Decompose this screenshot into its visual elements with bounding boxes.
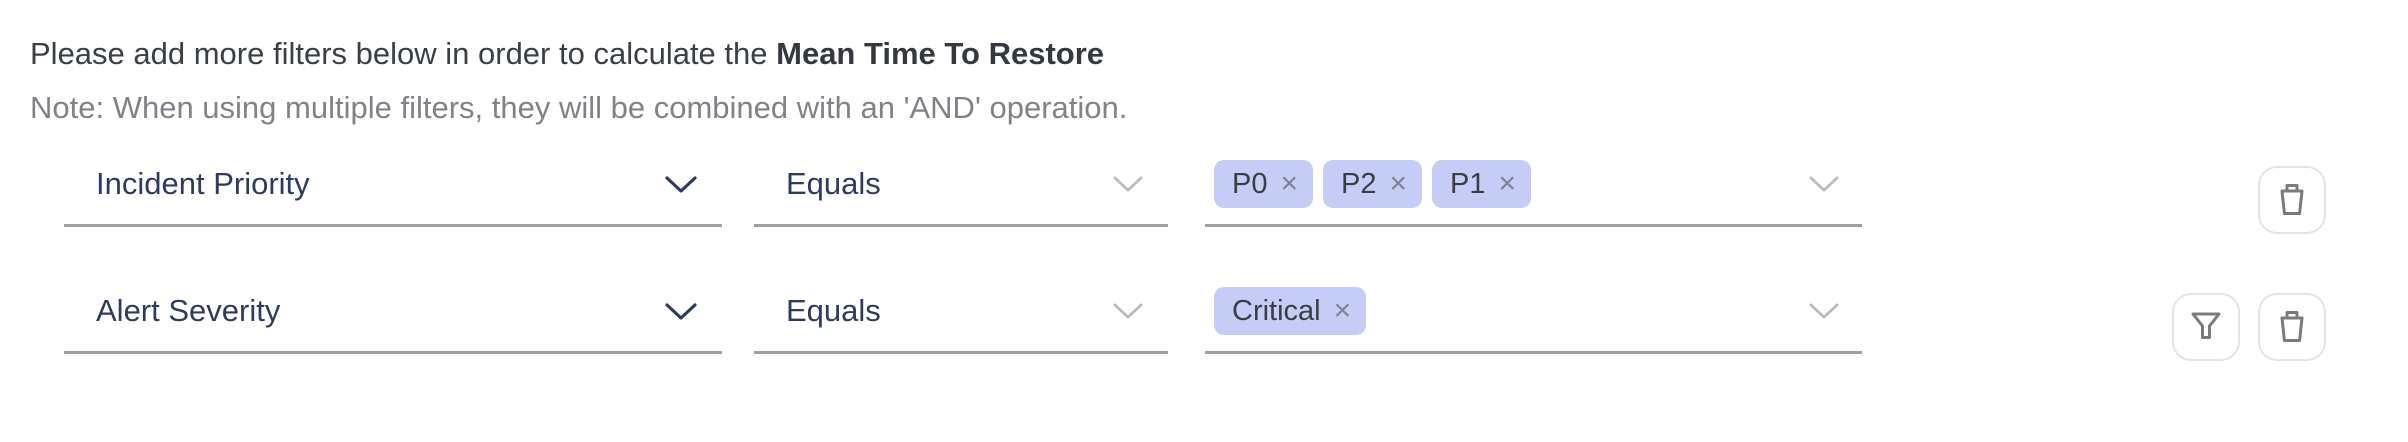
filter-operator-select-1[interactable]: Equals: [754, 144, 1168, 227]
chevron-down-icon: [1808, 175, 1840, 193]
value-tag-label: P0: [1232, 167, 1268, 200]
selected-values: P0 × P2 × P1 ×: [1214, 160, 1808, 208]
filter-row-2: Alert Severity Equals Critical ×: [30, 271, 2408, 361]
chevron-down-icon: [1112, 302, 1144, 320]
funnel-icon: [2188, 308, 2224, 347]
filter-field-select-2[interactable]: Alert Severity: [64, 271, 722, 354]
filter-values-multiselect-2[interactable]: Critical ×: [1205, 271, 1862, 354]
filter-operator-select-2[interactable]: Equals: [754, 271, 1168, 354]
filter-field-select-1[interactable]: Incident Priority: [64, 144, 722, 227]
value-tag: P1 ×: [1432, 160, 1532, 208]
trash-icon: [2275, 307, 2309, 348]
row-actions-2: [2172, 293, 2326, 361]
metric-name: Mean Time To Restore: [776, 36, 1105, 71]
tag-remove-icon[interactable]: ×: [1333, 294, 1352, 327]
filter-values-multiselect-1[interactable]: P0 × P2 × P1 ×: [1205, 144, 1862, 227]
delete-filter-button[interactable]: [2258, 293, 2326, 361]
selected-values: Critical ×: [1214, 287, 1808, 335]
value-tag: Critical ×: [1214, 287, 1367, 335]
chevron-down-icon: [1112, 175, 1144, 193]
value-tag-label: Critical: [1232, 294, 1321, 327]
tag-remove-icon[interactable]: ×: [1280, 167, 1299, 200]
filter-row-1: Incident Priority Equals P0 × P2 ×: [30, 144, 2408, 234]
row-actions-1: [2258, 166, 2326, 234]
trash-icon: [2275, 180, 2309, 221]
tag-remove-icon[interactable]: ×: [1498, 167, 1517, 200]
filter-operator-value: Equals: [786, 293, 881, 328]
chevron-down-icon: [664, 175, 698, 194]
note-text: Note: When using multiple filters, they …: [30, 90, 1128, 125]
filter-operator-value: Equals: [786, 166, 881, 201]
filter-field-value: Incident Priority: [96, 166, 310, 201]
chevron-down-icon: [1808, 302, 1840, 320]
apply-filter-button[interactable]: [2172, 293, 2240, 361]
intro-prefix: Please add more filters below in order t…: [30, 36, 777, 71]
delete-filter-button[interactable]: [2258, 166, 2326, 234]
chevron-down-icon: [664, 302, 698, 321]
intro-text: Please add more filters below in order t…: [30, 34, 2408, 74]
filters-panel: Please add more filters below in order t…: [30, 34, 2408, 361]
filter-field-value: Alert Severity: [96, 293, 281, 328]
value-tag-label: P2: [1341, 167, 1377, 200]
value-tag: P2 ×: [1323, 160, 1423, 208]
value-tag-label: P1: [1450, 167, 1486, 200]
value-tag: P0 ×: [1214, 160, 1314, 208]
tag-remove-icon[interactable]: ×: [1389, 167, 1408, 200]
